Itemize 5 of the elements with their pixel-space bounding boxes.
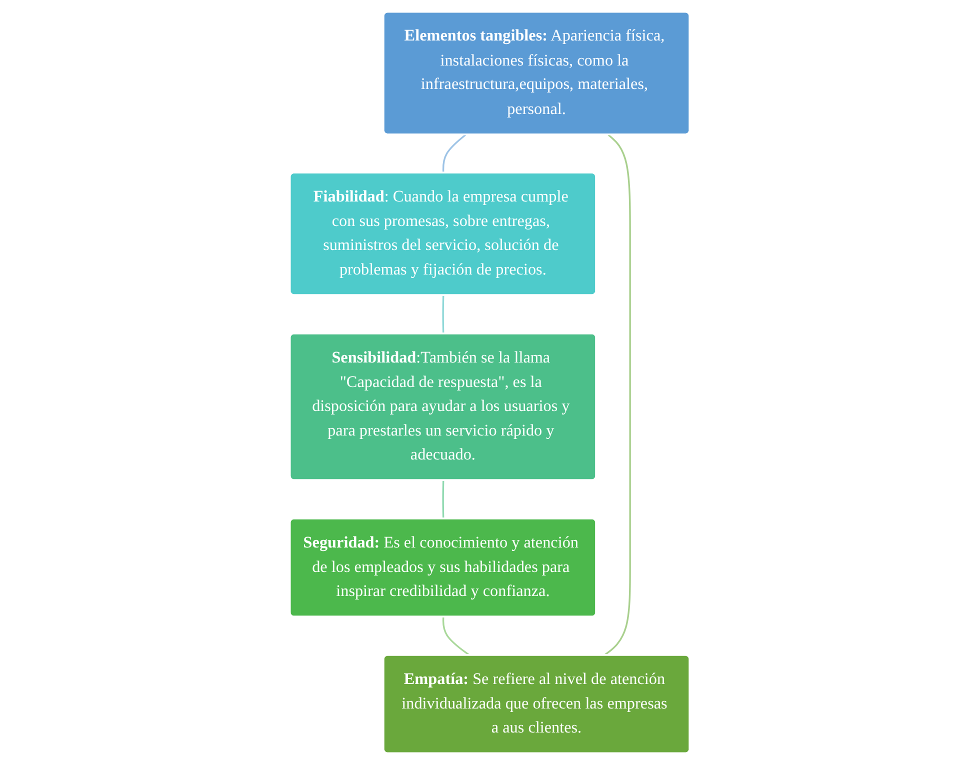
connector	[442, 295, 444, 334]
connector	[442, 134, 466, 174]
connector	[604, 134, 632, 656]
connector	[442, 617, 470, 656]
connector	[442, 480, 444, 519]
